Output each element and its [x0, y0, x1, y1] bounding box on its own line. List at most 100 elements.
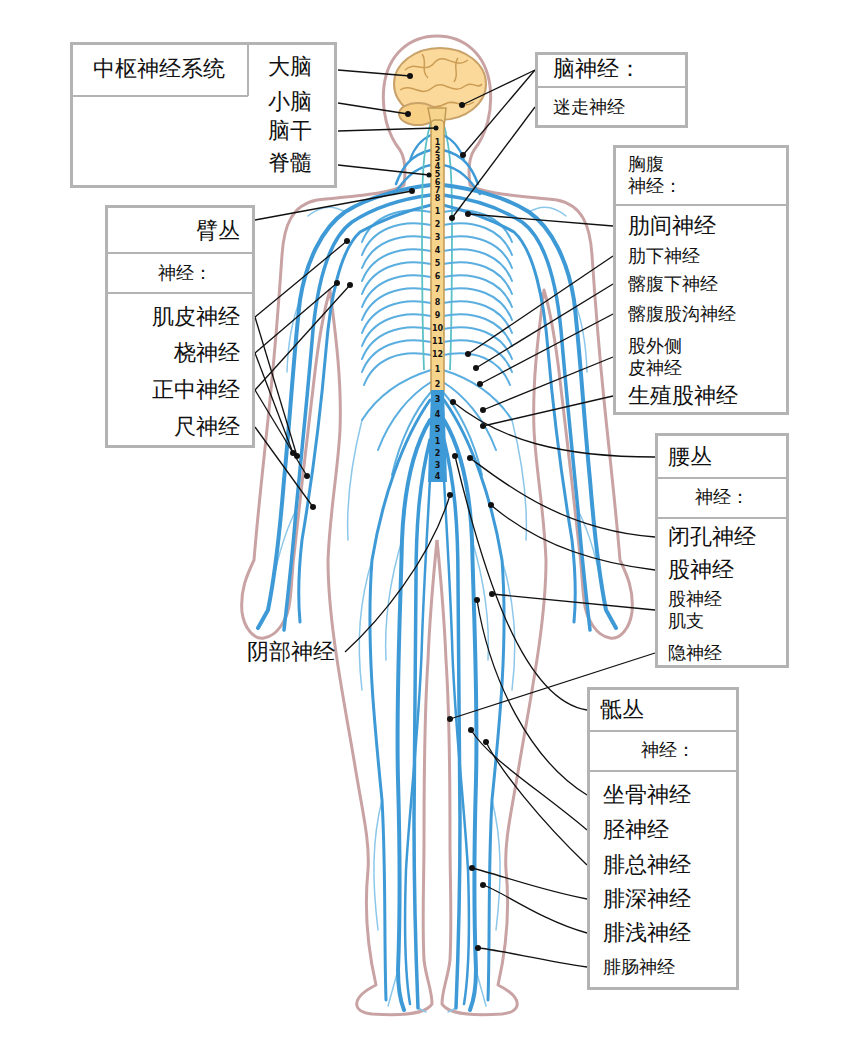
leader-line [455, 456, 587, 710]
leader-dot [480, 423, 486, 429]
leader-dot [475, 945, 481, 951]
nerve-label: 阴部神经 [247, 641, 335, 663]
leader-dot [427, 173, 432, 178]
leader-line [338, 128, 436, 131]
cell-divider [616, 204, 786, 206]
cauda-equina [428, 390, 447, 482]
leader-line [492, 594, 655, 610]
leader-line [472, 868, 587, 899]
label-box: 脑神经： 迷走神经 [535, 52, 688, 128]
leader-line [476, 284, 613, 368]
leader-dot [449, 215, 455, 221]
box-text: 股外侧 皮神经 [628, 335, 684, 378]
leader-line [491, 505, 655, 570]
brain-gyri [405, 59, 468, 70]
box-text: 腓肠神经 [603, 956, 675, 978]
leader-dot [465, 351, 471, 357]
leader-dot [405, 111, 411, 117]
leader-dot [447, 492, 453, 498]
brain-gyri [400, 54, 482, 107]
leader-dot [304, 473, 310, 479]
leader-dot [310, 504, 316, 510]
box-text: 肋下神经 [628, 245, 700, 267]
box-text: 神经： [158, 262, 212, 284]
box-text: 腓深神经 [603, 886, 691, 912]
peripheral-nerve [370, 400, 430, 1000]
label-box: 骶丛神经：坐骨神经胫神经腓总神经腓深神经腓浅神经腓肠神经 [587, 687, 739, 990]
box-text: 脑干 [268, 118, 312, 144]
leader-line [255, 285, 350, 390]
leader-line [478, 948, 587, 967]
box-text: 隐神经 [668, 642, 722, 664]
label-box: 腰丛神经： 闭孔神经股神经股神经 肌支隐神经 [655, 433, 789, 668]
leader-line [480, 314, 613, 384]
leader-line [255, 427, 313, 507]
box-text: 股神经 肌支 [668, 588, 724, 631]
peripheral-nerve [258, 185, 431, 628]
vertebra-number: 2 [435, 381, 441, 389]
spinal-cord [431, 120, 444, 395]
leader-dot [290, 73, 495, 951]
cell-divider [590, 730, 736, 732]
leader-line [462, 70, 535, 105]
leader-dot [477, 381, 483, 387]
box-text: 骶丛 [600, 697, 644, 723]
box-text: 脑神经： [553, 56, 641, 82]
vertebra-number: 11 [432, 338, 443, 346]
box-text: 桡神经 [174, 340, 240, 366]
skin-nerve [374, 800, 382, 930]
box-text: 神经： [695, 486, 749, 508]
vertebra-number: 1 [435, 208, 441, 216]
box-text: 坐骨神经 [603, 782, 691, 808]
leader-line [255, 191, 412, 220]
cell-divider [73, 95, 248, 97]
vertebra-number: 10 [432, 325, 443, 333]
box-text: 脊髓 [268, 150, 312, 176]
skin-nerve [348, 420, 362, 540]
box-text: 迷走神经 [553, 96, 625, 118]
vertebra-number: 7 [435, 286, 441, 294]
intercostal-nerve [364, 353, 431, 385]
leader-line [338, 70, 410, 76]
box-text: 股神经 [668, 557, 734, 583]
vertebra-number: 12 [432, 351, 443, 359]
peripheral-nerve [258, 100, 431, 1010]
cell-divider [108, 252, 252, 254]
leader-line [486, 742, 587, 865]
leader-dot [460, 152, 466, 158]
vertebra-number: 4 [435, 473, 441, 481]
leader-line [470, 458, 655, 537]
vertebra-number: 1 [435, 438, 441, 446]
vertebra-number: 9 [435, 312, 441, 320]
box-text: 腰丛 [668, 444, 712, 470]
vertebra-number: 6 [435, 273, 441, 281]
peripheral-nerve [397, 420, 430, 1010]
cell-divider [590, 770, 736, 772]
box-text: 肋间神经 [628, 213, 716, 239]
vertebra-number: 6 [435, 179, 441, 187]
leader-dot [450, 399, 456, 405]
box-text: 大脑 [268, 54, 312, 80]
central-nervous-system [394, 48, 486, 482]
box-text: 肌皮神经 [152, 304, 240, 330]
leader-dot [480, 407, 486, 413]
leader-dot [469, 865, 475, 871]
peripheral-nerve [299, 205, 431, 622]
box-text: 腓总神经 [603, 852, 691, 878]
vertebra-number: 4 [435, 163, 441, 171]
leader-dot [483, 739, 489, 745]
vertebra-number: 4 [435, 247, 441, 255]
leader-dot [468, 727, 474, 733]
leader-line [468, 256, 613, 354]
leader-line [471, 730, 587, 830]
box-text: 闭孔神经 [668, 524, 756, 550]
brain-gyri [454, 58, 458, 82]
vertebra-number: 3 [435, 155, 441, 163]
vertebra-number: 2 [435, 450, 441, 458]
cell-divider [538, 86, 685, 88]
leader-dot [290, 450, 296, 456]
vertebra-number: 4 [435, 411, 441, 419]
leader-dot [447, 716, 453, 722]
